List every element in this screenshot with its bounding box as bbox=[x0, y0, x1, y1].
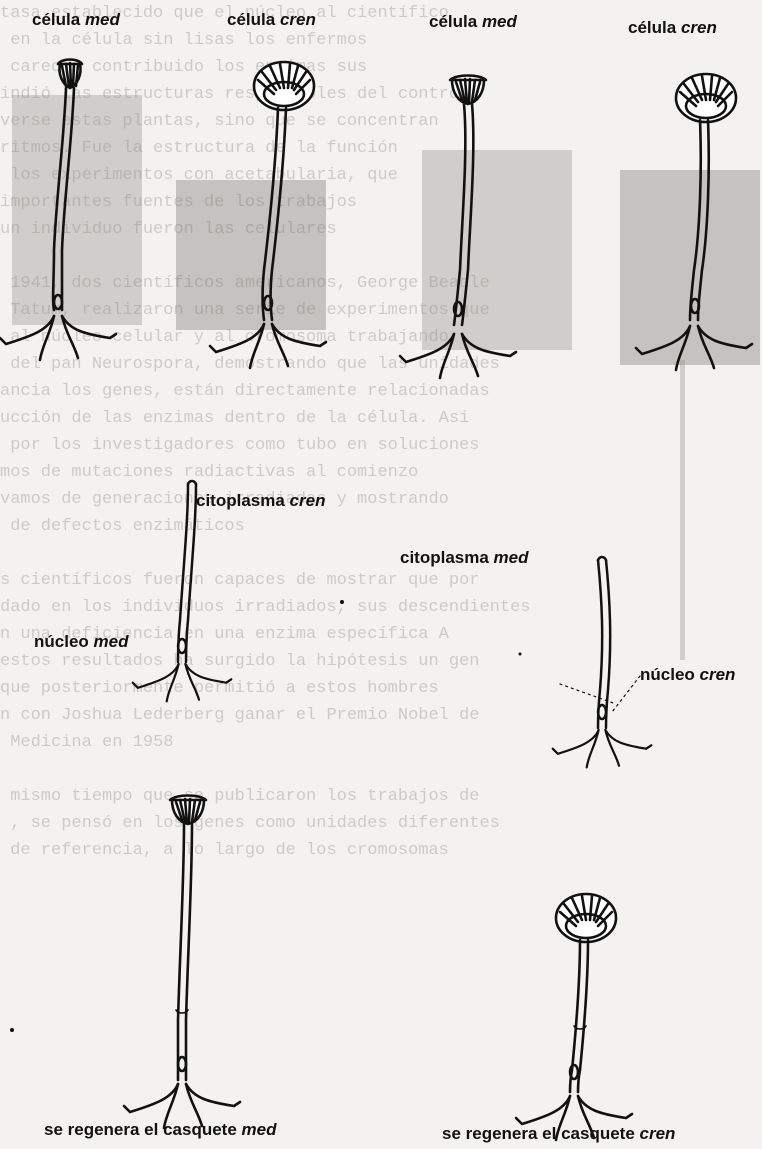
cell-regenerated-cren bbox=[516, 894, 632, 1140]
cell-med-2 bbox=[400, 76, 516, 379]
cell-regenerated-med bbox=[124, 796, 240, 1129]
cell-med-1 bbox=[0, 60, 116, 361]
cell-cren-2 bbox=[636, 74, 752, 370]
speck bbox=[340, 600, 344, 604]
cell-chimera-1 bbox=[133, 481, 232, 701]
cell-cren-1 bbox=[210, 62, 326, 368]
speck bbox=[10, 1028, 14, 1032]
speck bbox=[519, 653, 522, 656]
cell-chimera-2 bbox=[553, 557, 652, 767]
